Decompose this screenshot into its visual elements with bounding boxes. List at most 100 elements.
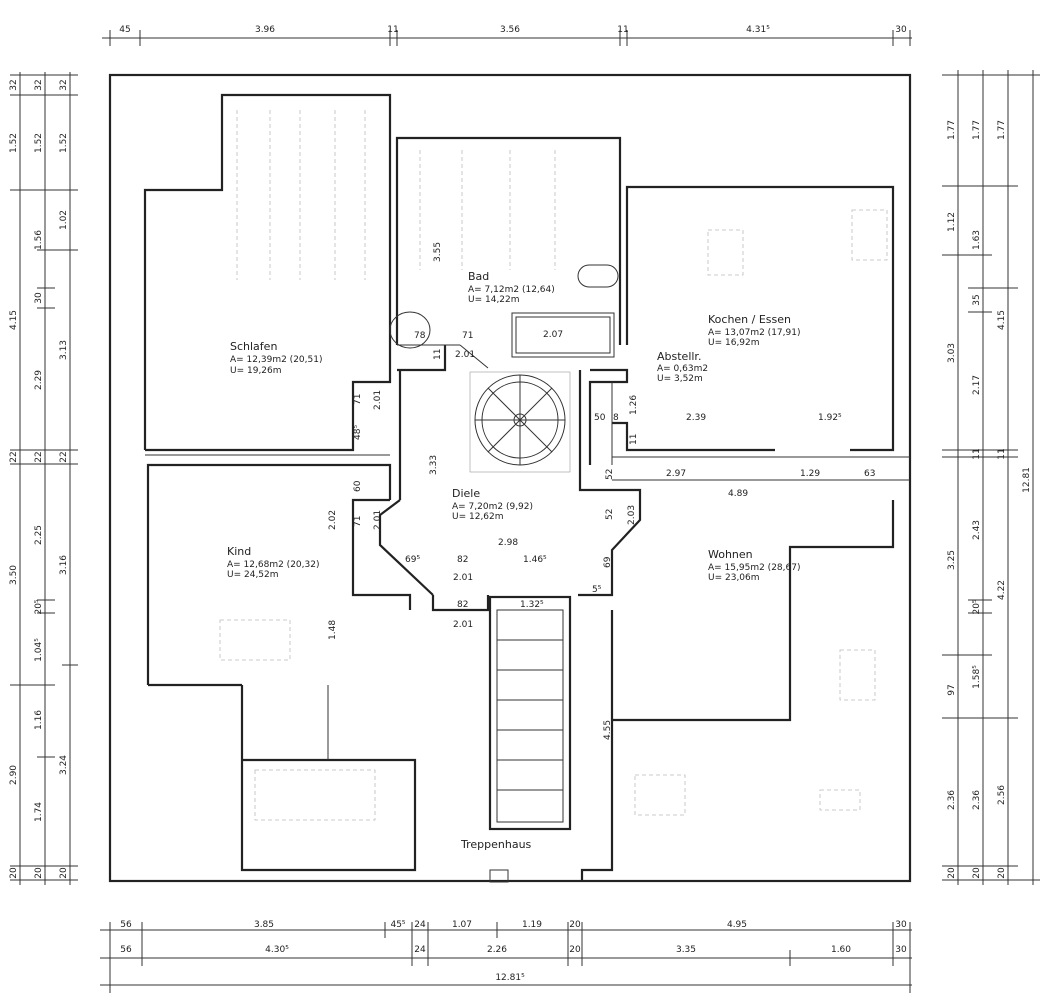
dim-bottom-2: 3.35 — [676, 945, 696, 955]
dim-left-1: 1.52 — [9, 133, 19, 153]
room-name: Kind — [227, 545, 251, 558]
dim-right-1: 97 — [947, 684, 957, 695]
room-label-treppenhaus: Treppenhaus — [460, 838, 532, 851]
dim-right-1: 2.36 — [947, 790, 957, 810]
dim-left-1: 22 — [9, 451, 19, 462]
dim-inner: 71 — [353, 516, 363, 527]
dim-inner: 2.39 — [686, 413, 706, 423]
dim-inner: 2.07 — [543, 330, 563, 340]
dim-inner: 1.32⁵ — [520, 600, 544, 610]
dim-inner: 60 — [353, 480, 363, 492]
dim-bottom-1: 56 — [120, 920, 132, 930]
dim-inner: 2.01 — [373, 510, 383, 530]
dim-inner: 1.46⁵ — [523, 555, 547, 565]
room-label-diele: Diele A= 7,20m2 (9,92) U= 12,62m — [452, 487, 533, 522]
room-area: A= 0,63m2 — [657, 364, 708, 374]
room-area: A= 7,20m2 (9,92) — [452, 502, 533, 512]
dim-left-3: 1.52 — [59, 133, 69, 153]
room-label-wohnen: Wohnen A= 15,95m2 (28,67) U= 23,06m — [708, 548, 800, 583]
dim-right-2: 20⁵ — [972, 599, 982, 614]
dim-inner: 69⁵ — [405, 555, 420, 565]
room-area: A= 12,39m2 (20,51) — [230, 355, 322, 365]
dim-left-2: 1.74 — [34, 802, 44, 822]
dim-inner: 4.89 — [728, 489, 748, 499]
dim-bottom-1: 1.19 — [522, 920, 542, 930]
dim-left-2: 1.56 — [34, 230, 44, 250]
dim-inner: 78 — [414, 331, 426, 341]
dim-inner: 52 — [605, 469, 615, 480]
room-area: A= 7,12m2 (12,64) — [468, 285, 555, 295]
dim-right-3: 4.15 — [997, 310, 1007, 330]
dim-bottom-2: 1.60 — [831, 945, 851, 955]
dim-inner: 2.02 — [328, 510, 338, 530]
dim-bottom-2: 2.26 — [487, 945, 507, 955]
dim-top: 11 — [387, 25, 398, 35]
dim-right-2: 1.58⁵ — [972, 665, 982, 689]
dim-bottom-2: 24 — [414, 945, 426, 955]
dim-bottom-1: 45⁵ — [390, 920, 405, 930]
dim-right-2: 20 — [972, 867, 982, 879]
dim-top: 4.31⁵ — [746, 25, 770, 35]
dim-bottom-1: 1.07 — [452, 920, 472, 930]
dimension-labels-left: 32 1.52 4.15 22 3.50 2.90 20 32 1.52 1.5… — [9, 79, 69, 878]
room-perimeter: U= 24,52m — [227, 570, 279, 580]
dim-left-1: 3.50 — [9, 565, 19, 585]
dim-bottom-1: 30 — [895, 920, 907, 930]
dim-left-1: 4.15 — [9, 310, 19, 330]
dim-inner: 2.98 — [498, 538, 518, 548]
dim-right-1: 20 — [947, 867, 957, 879]
dim-inner: 52 — [605, 509, 615, 520]
room-name: Treppenhaus — [460, 838, 532, 851]
dim-bottom-1: 20 — [569, 920, 581, 930]
room-name: Kochen / Essen — [708, 313, 791, 326]
inner-dimension-labels: 3.55 2.07 71 2.01 78 11 71 2.01 48⁵ 60 7… — [328, 242, 875, 740]
dim-left-3: 3.24 — [59, 755, 69, 775]
dim-bottom-2: 4.30⁵ — [265, 945, 289, 955]
dim-left-2: 22 — [34, 451, 44, 462]
dim-right-2: 2.43 — [972, 520, 982, 540]
dim-inner: 50 — [594, 413, 606, 423]
dim-inner: 71 — [462, 331, 473, 341]
dim-inner: 1.48 — [328, 620, 338, 640]
dim-left-1: 20 — [9, 867, 19, 879]
dim-bottom-total: 12.81⁵ — [495, 973, 525, 983]
dim-inner: 3.55 — [433, 242, 443, 262]
room-perimeter: U= 23,06m — [708, 573, 760, 583]
room-label-abstell: Abstellr. A= 0,63m2 U= 3,52m — [657, 350, 708, 384]
room-label-kind: Kind A= 12,68m2 (20,32) U= 24,52m — [227, 545, 319, 580]
dim-right-1: 1.12 — [947, 212, 957, 232]
room-name: Schlafen — [230, 340, 277, 353]
dimension-lines — [10, 30, 1040, 993]
dim-inner: 2.01 — [373, 390, 383, 410]
dim-right-2: 1.63 — [972, 230, 982, 250]
dim-left-2: 20⁵ — [34, 599, 44, 614]
dimension-labels-right: 1.77 1.12 3.03 3.25 97 2.36 20 1.77 1.63… — [947, 120, 1032, 879]
dim-right-1: 1.77 — [947, 120, 957, 140]
dim-right-3: 2.56 — [997, 785, 1007, 805]
dim-right-2: 11 — [972, 448, 982, 459]
dim-top: 30 — [895, 25, 907, 35]
room-perimeter: U= 14,22m — [468, 295, 520, 305]
interior-walls — [143, 93, 910, 883]
dim-right-2: 2.36 — [972, 790, 982, 810]
dim-inner: 1.26 — [629, 395, 639, 415]
dim-right-3: 11 — [997, 448, 1007, 459]
room-area: A= 12,68m2 (20,32) — [227, 560, 319, 570]
dim-right-2: 1.77 — [972, 120, 982, 140]
room-area: A= 15,95m2 (28,67) — [708, 563, 800, 573]
dim-top: 3.96 — [255, 25, 275, 35]
outer-wall — [108, 73, 912, 883]
dim-top: 11 — [617, 25, 628, 35]
dim-left-3: 20 — [59, 867, 69, 879]
dim-left-2: 20 — [34, 867, 44, 879]
dim-right-3: 4.22 — [997, 580, 1007, 600]
room-label-bad: Bad A= 7,12m2 (12,64) U= 14,22m — [468, 270, 555, 305]
room-name: Abstellr. — [657, 350, 701, 363]
room-label-schlafen: Schlafen A= 12,39m2 (20,51) U= 19,26m — [230, 340, 322, 376]
dim-inner: 11 — [629, 434, 639, 445]
dim-left-3: 22 — [59, 451, 69, 462]
dim-inner: 69 — [603, 556, 613, 568]
dim-inner: 71 — [353, 394, 363, 405]
dim-inner: 3.33 — [429, 455, 439, 475]
dim-inner: 2.01 — [455, 350, 475, 360]
